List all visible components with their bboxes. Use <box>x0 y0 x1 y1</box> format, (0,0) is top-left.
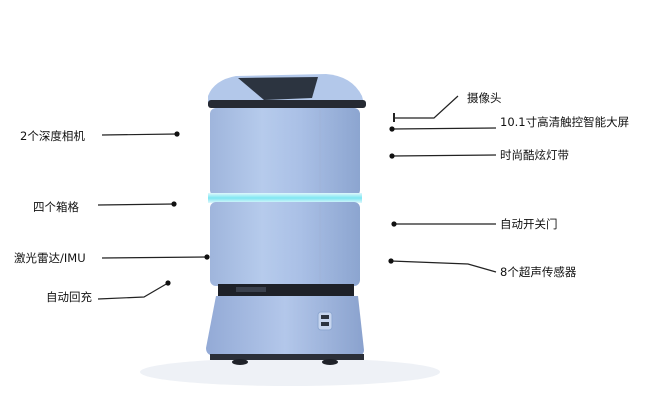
leader-ultrasonic <box>390 260 497 273</box>
upper-compartment <box>210 108 360 196</box>
top-screen <box>238 77 318 100</box>
label-auto-charge: 自动回充 <box>46 290 92 304</box>
leader-lidar <box>101 256 208 259</box>
robot-head <box>208 74 366 108</box>
leader-touchscreen <box>391 127 497 130</box>
leader-camera <box>394 95 459 119</box>
light-strip-band <box>208 193 362 203</box>
label-lidar-imu: 激光雷达/IMU <box>14 251 86 265</box>
robot-base <box>206 296 364 365</box>
label-auto-door: 自动开关门 <box>500 217 558 231</box>
leader-four-compartments <box>97 203 175 206</box>
leader-auto-charge <box>97 282 169 300</box>
label-ultrasonic: 8个超声传感器 <box>500 265 577 279</box>
label-four-compartments: 四个箱格 <box>33 200 79 214</box>
label-camera: 摄像头 <box>467 91 502 105</box>
floor-shadow <box>140 358 440 386</box>
leader-light-strip <box>391 154 497 157</box>
label-touchscreen: 10.1寸高清触控智能大屏 <box>500 115 630 129</box>
lower-compartment <box>210 202 360 286</box>
label-depth-camera: 2个深度相机 <box>20 129 85 143</box>
label-light-strip: 时尚酷炫灯带 <box>500 148 569 162</box>
leader-depth-camera <box>101 133 178 136</box>
